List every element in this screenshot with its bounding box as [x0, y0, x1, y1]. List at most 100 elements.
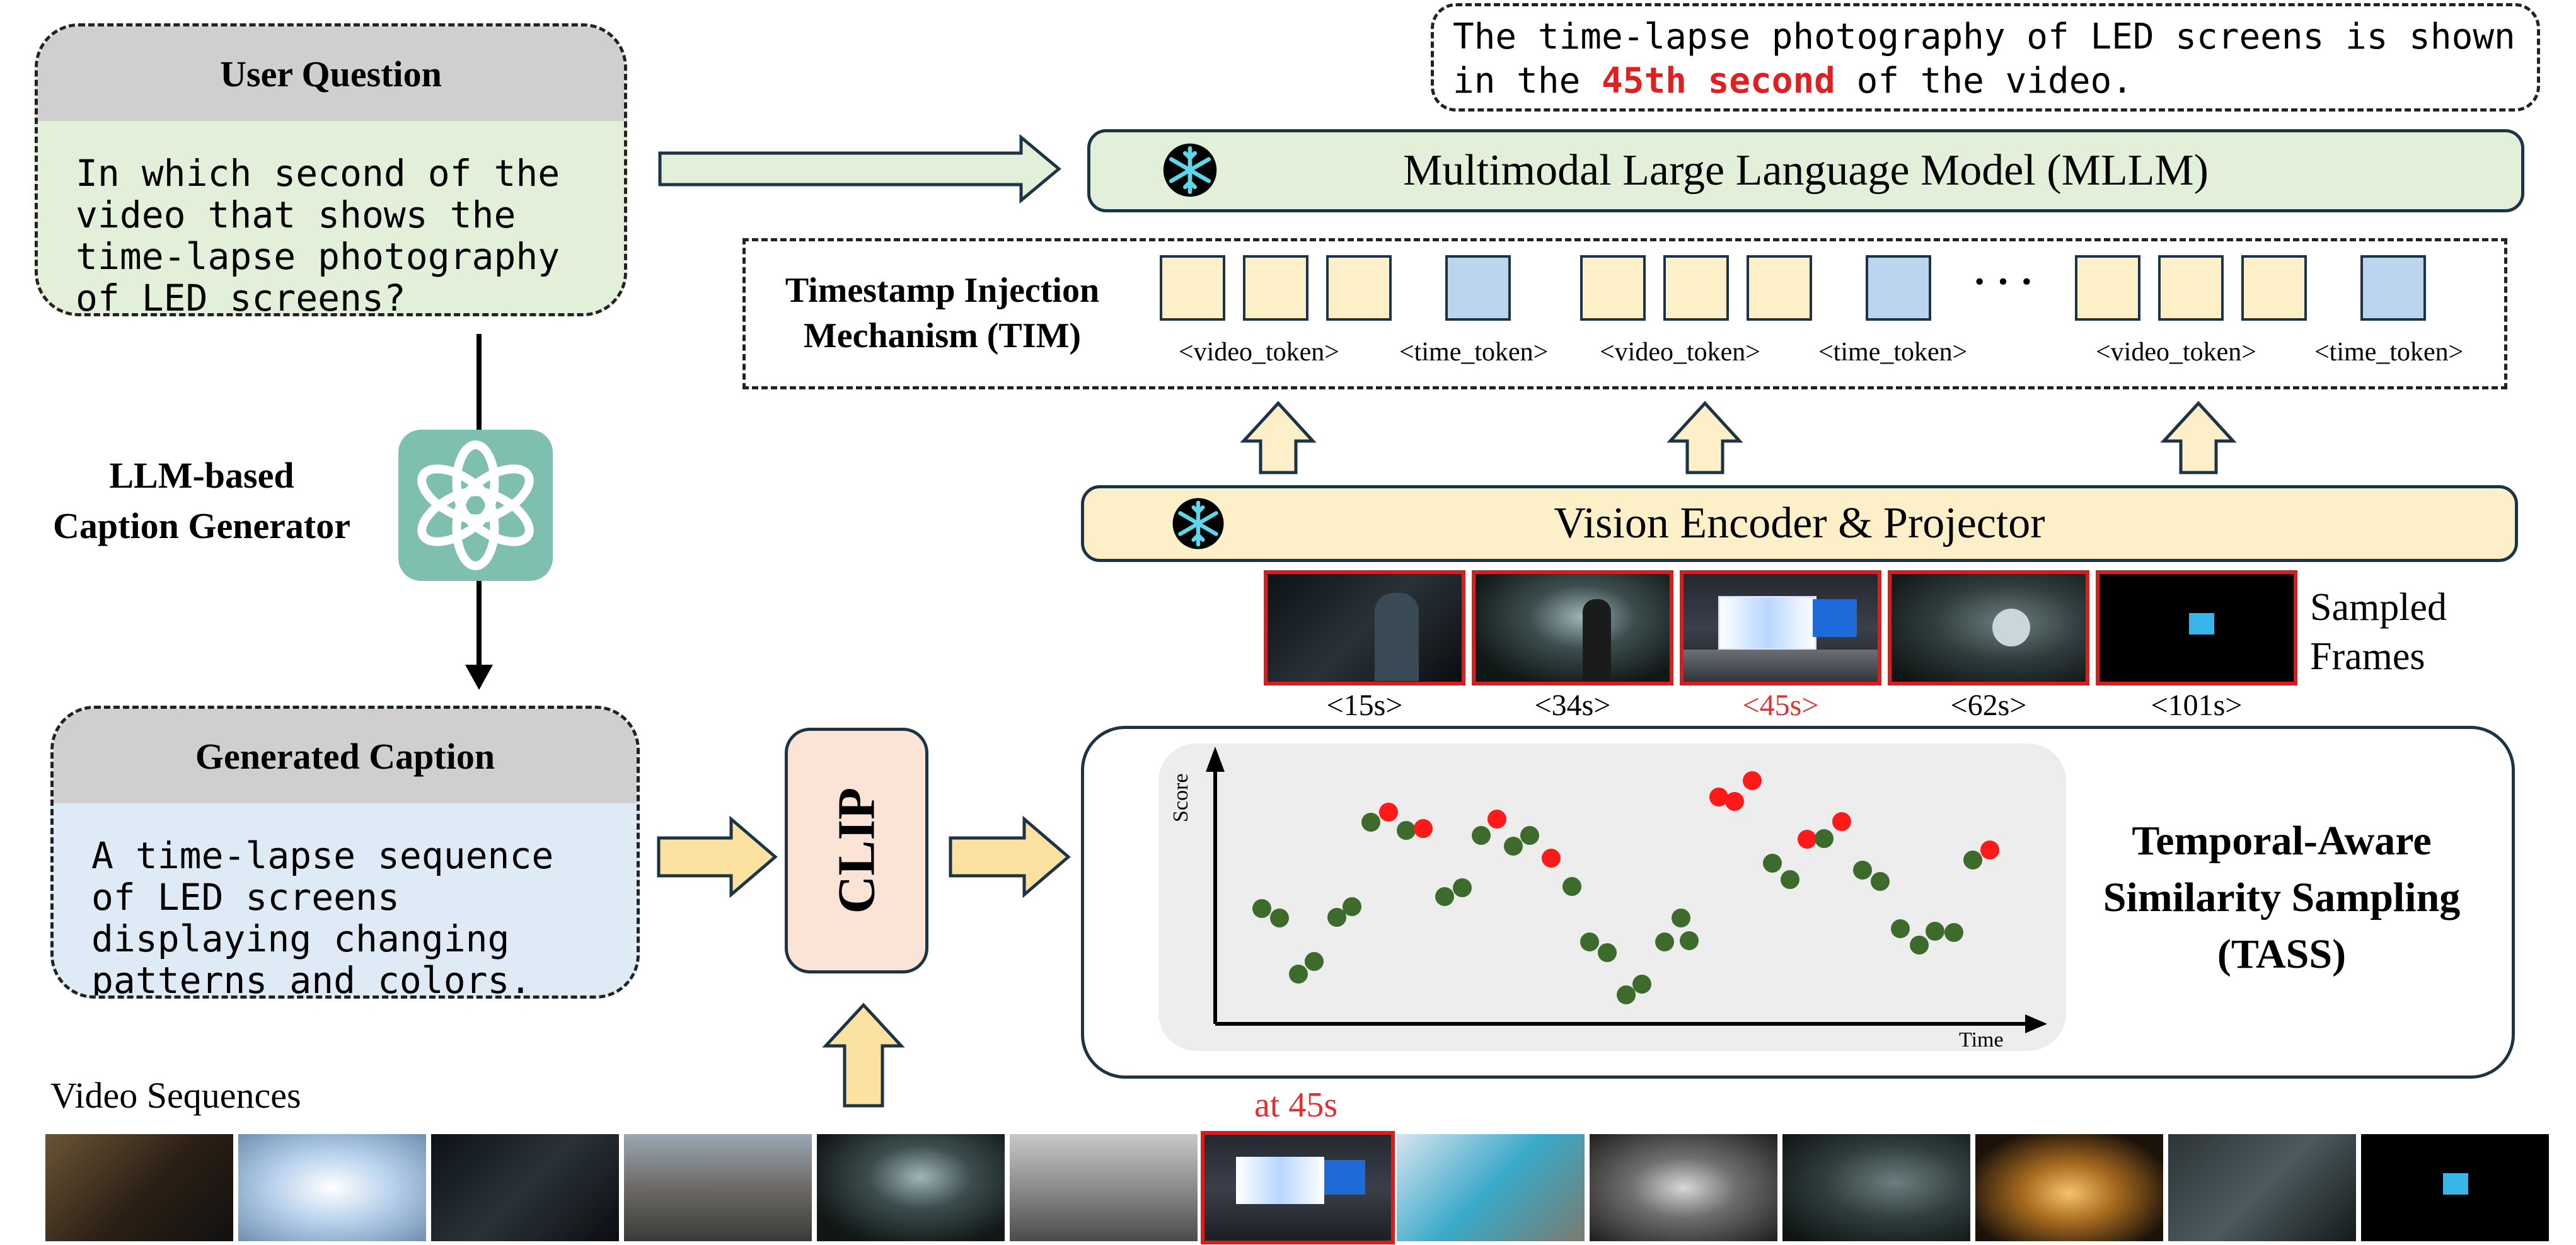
tass-label-line2: Similarity Sampling: [2103, 875, 2461, 921]
token-label: <video_token>: [2096, 338, 2256, 367]
llm-logo-icon: [398, 430, 553, 581]
token-label: <time_token>: [1818, 338, 1968, 367]
score-dot: [1520, 826, 1539, 845]
video-to-clip-arrow: [822, 1002, 905, 1108]
caption-generator-label: LLM-based Caption Generator: [32, 450, 372, 551]
video-marker-label: at 45s: [1254, 1086, 1338, 1125]
score-dot: [1632, 975, 1651, 994]
tim-ellipsis: · · ·: [1973, 259, 2034, 304]
score-dot: [1680, 931, 1699, 950]
clip-label: CLIP: [827, 787, 886, 914]
video-frame: [2168, 1134, 2356, 1241]
sampled-frames-label-line2: Frames: [2310, 635, 2425, 678]
video-frame: [238, 1134, 426, 1241]
user-question-text: In which second of the video that shows …: [38, 121, 624, 313]
answer-highlight: 45th second: [1602, 60, 1835, 101]
video-sequences-label: Video Sequences: [50, 1075, 301, 1116]
score-dot: [1397, 821, 1416, 840]
y-axis-label: Score: [1169, 773, 1193, 822]
score-dot: [1343, 897, 1361, 916]
x-axis-label: Time: [1959, 1028, 2004, 1052]
encoder-up-arrow-2: [1666, 401, 1743, 474]
sampled-frame: [1888, 570, 2089, 686]
generated-caption-title: Generated Caption: [54, 709, 637, 806]
video-frame: [1975, 1134, 2163, 1241]
frame-timestamp: <101s>: [2151, 689, 2243, 722]
score-dot: [1270, 909, 1289, 927]
encoder-up-arrow-1: [1240, 401, 1317, 474]
time-token: [1866, 255, 1931, 321]
answer-suffix: of the video.: [1856, 60, 2133, 101]
score-dot: [1763, 854, 1782, 873]
tim-label-line2: Mechanism (TIM): [803, 316, 1082, 355]
generated-caption-card: Generated Caption A time-lapse sequence …: [50, 706, 640, 999]
sampled-frames-label: Sampled Frames: [2310, 583, 2447, 681]
score-dot: [1504, 837, 1523, 856]
video-token: [1326, 255, 1392, 321]
token-label: <time_token>: [1399, 338, 1549, 367]
video-frame: [45, 1134, 233, 1241]
caption-flow-arrowhead: [465, 665, 493, 690]
score-dot: [1598, 943, 1617, 962]
sampled-frame: [1264, 570, 1465, 686]
score-dot: [1617, 985, 1636, 1004]
video-token: [1663, 255, 1729, 321]
video-frame: [1782, 1134, 1970, 1241]
time-token: [1445, 255, 1511, 321]
video-token: [1160, 255, 1225, 321]
caption-generator-line1: LLM-based: [109, 455, 294, 496]
score-dot-peak: [1980, 841, 1999, 859]
user-question-title: User Question: [38, 26, 624, 124]
score-dot-peak: [1542, 849, 1561, 868]
score-dot: [1361, 813, 1380, 832]
video-frame: [431, 1134, 619, 1241]
video-frame-highlighted: [1201, 1131, 1395, 1244]
tass-label: Temporal-Aware Similarity Sampling (TASS…: [2080, 813, 2483, 983]
x-axis-arrowhead: [2025, 1014, 2047, 1033]
score-dot: [1944, 923, 1963, 942]
caption-to-clip-arrow: [657, 815, 778, 898]
tim-label: Timestamp Injection Mechanism (TIM): [753, 268, 1131, 359]
frame-timestamp: <62s>: [1950, 689, 2027, 722]
score-dot: [1926, 922, 1944, 941]
score-dot: [1562, 877, 1581, 896]
token-label: <time_token>: [2314, 338, 2464, 367]
score-dot-peak: [1832, 812, 1851, 831]
sampled-frame: [2096, 570, 2297, 686]
sampled-frame: [1472, 570, 1673, 686]
user-question-card: User Question In which second of the vid…: [35, 23, 627, 316]
mllm-box: Multimodal Large Language Model (MLLM): [1087, 129, 2524, 212]
tim-label-line1: Timestamp Injection: [785, 271, 1100, 310]
sampled-frame-highlighted: [1680, 570, 1881, 686]
caption-generator-line2: Caption Generator: [53, 505, 350, 546]
score-dot: [1781, 870, 1799, 889]
frame-timestamp-highlighted: <45s>: [1742, 689, 1819, 722]
tass-box: [1081, 726, 2515, 1079]
snowflake-icon: [1163, 143, 1217, 197]
score-dot: [1580, 932, 1599, 951]
clip-to-tass-arrow: [949, 815, 1071, 898]
sampled-frames-label-line1: Sampled: [2310, 586, 2447, 629]
snowflake-icon: [1172, 498, 1224, 549]
score-dot-peak: [1414, 819, 1433, 838]
question-to-mllm-arrow: [658, 134, 1061, 204]
video-frame: [817, 1134, 1005, 1241]
clip-box: CLIP: [785, 728, 928, 973]
score-dot-peak: [1798, 830, 1816, 849]
score-dot: [1815, 829, 1834, 848]
token-label: <video_token>: [1179, 338, 1339, 367]
mllm-label: Multimodal Large Language Model (MLLM): [1403, 146, 2209, 195]
video-token: [1243, 255, 1308, 321]
encoder-up-arrow-3: [2160, 401, 2237, 474]
tim-box: [742, 238, 2507, 389]
answer-box: The time-lapse photography of LED screen…: [1431, 3, 2540, 112]
score-dot: [1853, 861, 1872, 880]
video-frame: [1397, 1134, 1585, 1241]
video-frame: [1010, 1134, 1198, 1241]
score-dot: [1963, 851, 1982, 869]
generated-caption-text: A time-lapse sequence of LED screens dis…: [54, 803, 637, 995]
score-dot-peak: [1725, 792, 1744, 811]
video-frame: [2361, 1134, 2549, 1241]
score-plot-axes: [1206, 747, 2047, 1033]
